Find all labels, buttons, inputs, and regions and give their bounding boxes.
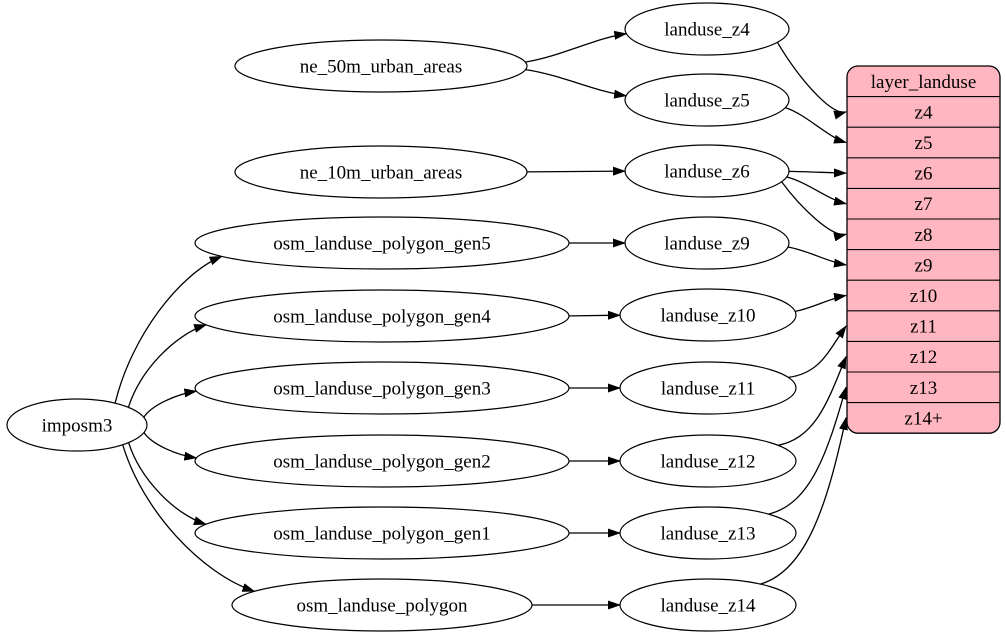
edge-imposm3--osm_landuse_polygon_gen5	[114, 255, 223, 404]
node-label: landuse_z9	[664, 233, 749, 254]
record-table-layer: layer_landuse z4 z5 z6 z7 z8 z9 z10 z11 z12 z13 z14…	[846, 65, 1001, 434]
node-label: ne_10m_urban_areas	[300, 162, 463, 183]
node-label: osm_landuse_polygon_gen5	[273, 233, 490, 254]
edge-landuse_z6--layer_landuse-z6	[788, 168, 847, 178]
node-landuse_z4: landuse_z4	[624, 2, 790, 56]
node-osm_landuse_polygon_gen5: osm_landuse_polygon_gen5	[194, 216, 570, 270]
edge-landuse_z6--layer_landuse-z8	[781, 181, 847, 242]
node-ellipse	[234, 145, 528, 199]
node-ellipse	[234, 39, 528, 93]
node-ne_50m_urban_areas: ne_50m_urban_areas	[234, 39, 528, 93]
node-landuse_z9: landuse_z9	[624, 216, 790, 270]
table-row-label: z8	[915, 225, 933, 246]
node-osm_landuse_polygon: osm_landuse_polygon	[231, 578, 533, 632]
node-ellipse	[624, 73, 790, 127]
node-label: landuse_z13	[661, 523, 756, 544]
edge-landuse_z9--layer_landuse-z9	[787, 246, 847, 268]
node-osm_landuse_polygon_gen4: osm_landuse_polygon_gen4	[194, 289, 570, 343]
node-landuse_z14: landuse_z14	[619, 578, 797, 632]
node-ellipse	[6, 398, 148, 452]
node-landuse_z13: landuse_z13	[619, 506, 797, 560]
table-row-label: z13	[910, 378, 937, 399]
table-row-label: z9	[915, 255, 933, 276]
edge-landuse_z14--layer_landuse-z14+	[760, 416, 848, 585]
edge-imposm3--osm_landuse_polygon_gen2	[143, 432, 198, 461]
table-row-label: z12	[910, 347, 937, 368]
table-row-label: z10	[910, 286, 937, 307]
edge-landuse_z5--layer_landuse-z5	[785, 106, 847, 144]
node-ellipse	[194, 289, 570, 343]
edge-landuse_z13--layer_landuse-z13	[768, 386, 848, 515]
table-row-label: z11	[910, 317, 937, 338]
node-label: osm_landuse_polygon_gen2	[273, 451, 490, 472]
node-landuse_z6: landuse_z6	[624, 144, 790, 198]
edges-layer	[114, 30, 848, 610]
edge-landuse_z11--layer_landuse-z11	[788, 325, 847, 379]
edge-ne_50m_urban_areas--landuse_z5	[525, 68, 628, 99]
table-row-label: z7	[915, 194, 933, 215]
node-label: landuse_z11	[661, 378, 755, 399]
edge-ne_50m_urban_areas--landuse_z4	[525, 30, 628, 63]
node-label: osm_landuse_polygon_gen1	[273, 523, 490, 544]
node-label: osm_landuse_polygon	[297, 595, 468, 616]
node-ne_10m_urban_areas: ne_10m_urban_areas	[234, 145, 528, 199]
edge-landuse_z4--layer_landuse-z4	[776, 41, 847, 120]
edge-landuse_z12--layer_landuse-z12	[778, 355, 847, 446]
node-landuse_z11: landuse_z11	[619, 361, 797, 415]
node-label: osm_landuse_polygon_gen3	[273, 378, 490, 399]
edge-imposm3--osm_landuse_polygon_gen4	[127, 324, 208, 408]
table-row-label: z4	[915, 102, 933, 123]
edge-landuse_z6--layer_landuse-z7	[786, 176, 847, 206]
node-label: landuse_z14	[661, 595, 756, 616]
node-landuse_z10: landuse_z10	[619, 288, 797, 342]
node-label: landuse_z6	[664, 161, 749, 182]
node-osm_landuse_polygon_gen3: osm_landuse_polygon_gen3	[194, 361, 570, 415]
edge-imposm3--osm_landuse_polygon_gen3	[143, 388, 198, 418]
edge-ne_10m_urban_areas--landuse_z6	[526, 166, 626, 176]
node-osm_landuse_polygon_gen2: osm_landuse_polygon_gen2	[194, 434, 570, 488]
table-row-label: z5	[915, 133, 933, 154]
table-row-label: z14+	[904, 408, 942, 429]
table-title: layer_landuse	[871, 72, 977, 93]
node-label: landuse_z4	[664, 19, 750, 40]
edge-imposm3--osm_landuse_polygon_gen1	[127, 442, 207, 525]
edge-landuse_z10--layer_landuse-z10	[794, 292, 847, 313]
node-label: landuse_z10	[661, 305, 756, 326]
node-osm_landuse_polygon_gen1: osm_landuse_polygon_gen1	[194, 506, 570, 560]
node-label: ne_50m_urban_areas	[300, 56, 463, 77]
node-label: imposm3	[42, 415, 113, 436]
node-landuse_z5: landuse_z5	[624, 73, 790, 127]
node-landuse_z12: landuse_z12	[619, 434, 797, 488]
node-imposm3: imposm3	[6, 398, 148, 452]
edge-osm_landuse_polygon_gen4--landuse_z10	[568, 310, 621, 320]
table-row-label: z6	[915, 164, 933, 185]
node-label: landuse_z5	[664, 90, 749, 111]
node-label: osm_landuse_polygon_gen4	[273, 306, 491, 327]
node-ellipse	[624, 2, 790, 56]
edge-imposm3--osm_landuse_polygon	[122, 444, 256, 592]
node-label: landuse_z12	[661, 451, 756, 472]
nodes-layer: imposm3 ne_50m_urban_areas ne_10m_urban_ar…	[6, 2, 797, 632]
